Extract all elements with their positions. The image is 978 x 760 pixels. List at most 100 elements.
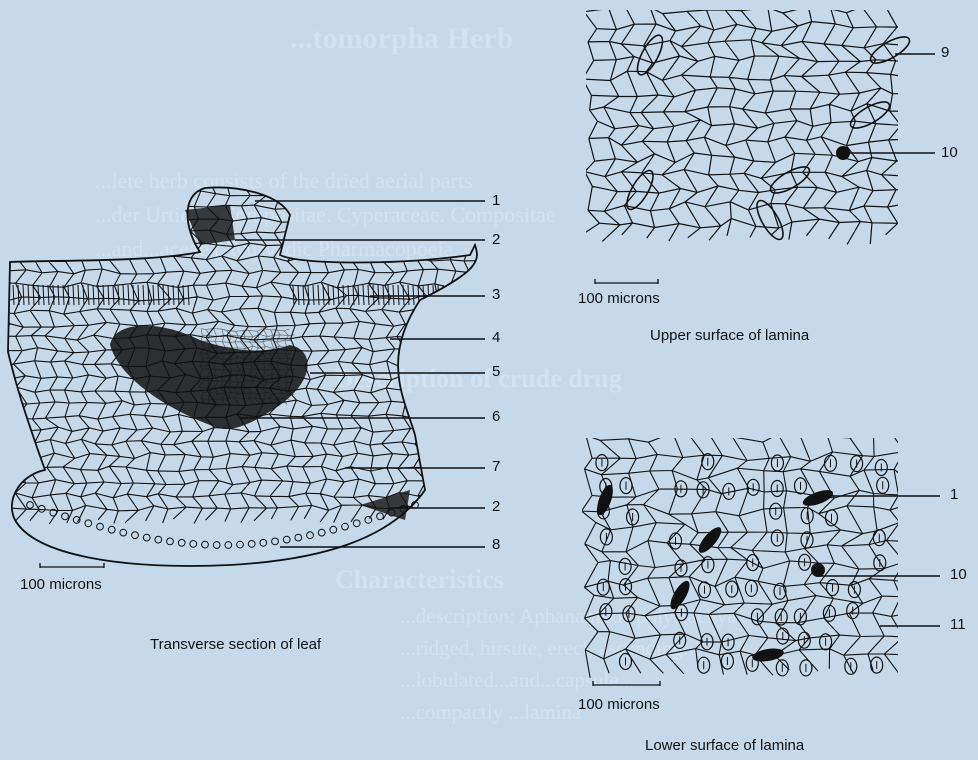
trichome-base — [767, 162, 813, 198]
lower-cells — [582, 432, 951, 678]
palisade-cell — [333, 285, 334, 305]
palisade-cell — [353, 285, 354, 305]
callout-lo-11: 11 — [950, 616, 966, 633]
trichome-base — [867, 32, 913, 68]
band-cell — [155, 536, 162, 543]
palisade-cell — [173, 285, 174, 305]
palisade-cell — [478, 285, 479, 305]
palisade-cell — [438, 285, 439, 305]
callout-ts-4: 4 — [492, 329, 500, 346]
palisade-cell — [358, 285, 359, 305]
callout-ts-5: 5 — [492, 363, 500, 380]
band-cell — [353, 520, 360, 527]
palisade-cell — [98, 285, 99, 305]
palisade-cell — [73, 285, 74, 305]
band-cell — [190, 541, 197, 548]
palisade-cell — [108, 285, 109, 305]
palisade-cell — [423, 285, 424, 305]
band-cell — [120, 529, 127, 536]
palisade-cell — [158, 285, 159, 305]
palisade-cell — [343, 285, 344, 305]
band-cell — [295, 534, 302, 541]
palisade-cell — [38, 285, 39, 305]
palisade-cell — [318, 285, 319, 305]
band-cell — [167, 538, 174, 545]
palisade-cell — [28, 285, 29, 305]
palisade-cell — [403, 285, 404, 305]
palisade-cell — [303, 285, 304, 305]
callout-ts-2: 2 — [492, 231, 500, 248]
palisade-cell — [473, 285, 474, 305]
palisade-cell — [133, 285, 134, 305]
palisade-cell — [293, 285, 294, 305]
callout-lo-1: 1 — [950, 486, 958, 503]
band-cell — [272, 538, 279, 545]
caption-transverse: Transverse section of leaf — [150, 636, 321, 653]
caption-upper: Upper surface of lamina — [650, 327, 809, 344]
palisade-cell — [123, 285, 124, 305]
scale-label-upper: 100 microns — [578, 290, 660, 307]
band-cell — [330, 526, 337, 533]
band-cell — [202, 541, 209, 548]
palisade-cell — [368, 285, 369, 305]
palisade-cell — [383, 285, 384, 305]
palisade-cell — [18, 285, 19, 305]
palisade-cell — [458, 285, 459, 305]
palisade-cell — [48, 285, 49, 305]
palisade-cell — [113, 285, 114, 305]
band-cell — [85, 520, 92, 527]
lower-oil-gland — [811, 563, 825, 577]
palisade-cell — [23, 285, 24, 305]
palisade-cell — [83, 285, 84, 305]
palisade-cell — [413, 285, 414, 305]
palisade-cell — [128, 285, 129, 305]
scale-label-transverse: 100 microns — [20, 576, 102, 593]
palisade-cell — [463, 285, 464, 305]
palisade-cell — [183, 285, 184, 305]
band-cell — [62, 513, 69, 520]
palisade-cell — [143, 285, 144, 305]
lower-surface-drawing — [582, 432, 951, 678]
palisade-cell — [78, 285, 79, 305]
palisade-cell — [453, 285, 454, 305]
palisade-cell — [348, 285, 349, 305]
upper-surface-drawing — [582, 6, 940, 245]
palisade-cell — [468, 285, 469, 305]
band-cell — [342, 523, 349, 530]
palisade-cell — [398, 285, 399, 305]
palisade-cell — [138, 285, 139, 305]
leader-lines — [235, 54, 940, 626]
palisade-cell — [43, 285, 44, 305]
band-cell — [213, 542, 220, 549]
palisade-cell — [298, 285, 299, 305]
palisade-cell — [88, 285, 89, 305]
palisade-cell — [58, 285, 59, 305]
band-cell — [248, 541, 255, 548]
palisade-cell — [118, 285, 119, 305]
trichome-base — [633, 32, 668, 78]
caption-lower: Lower surface of lamina — [645, 737, 804, 754]
palisade-cell — [378, 285, 379, 305]
band-cell — [365, 517, 372, 524]
callout-ts-6: 6 — [492, 408, 500, 425]
palisade-cell — [188, 285, 189, 305]
palisade-cell — [313, 285, 314, 305]
band-cell — [237, 541, 244, 548]
band-cell — [108, 526, 115, 533]
palisade-cell — [448, 285, 449, 305]
callout-ts-3: 3 — [492, 286, 500, 303]
callout-up-9: 9 — [941, 44, 949, 61]
palisade-cell — [93, 285, 94, 305]
band-cell — [132, 532, 139, 539]
palisade-cell — [103, 285, 104, 305]
scale-bar — [593, 681, 660, 686]
band-cell — [318, 529, 325, 536]
palisade-cell — [153, 285, 154, 305]
band-cell — [225, 542, 232, 549]
scale-bar — [40, 563, 104, 568]
band-cell — [27, 502, 34, 509]
band-cell — [97, 523, 104, 530]
callout-up-10: 10 — [941, 144, 958, 161]
